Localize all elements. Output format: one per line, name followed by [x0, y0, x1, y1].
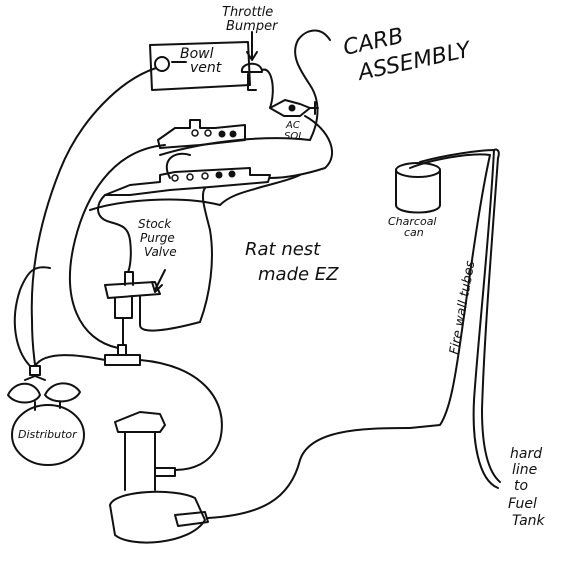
hose-ac-sol [269, 115, 334, 179]
distributor-body [11, 404, 85, 466]
charcoal-can-label: Charcoal [388, 215, 437, 228]
distributor-fitting [29, 365, 41, 376]
ac-solenoid-terminal [309, 101, 319, 115]
carb-port [218, 130, 226, 138]
carb-assembly-title: CARB ASSEMBLY [341, 24, 474, 87]
charcoal-can-label: can [404, 226, 424, 239]
hose-tee-to-distributor [34, 354, 106, 367]
purge-valve-body [104, 281, 161, 299]
hard-line-word: line [512, 462, 537, 478]
rat-nest-line: made EZ [258, 264, 339, 285]
carb-port [228, 170, 236, 178]
firewall-tube [409, 153, 491, 429]
carb-port [204, 129, 212, 137]
bowl-vent: Bowl vent [149, 41, 251, 91]
vacuum-hoses [13, 67, 411, 519]
hard-line-word: hard [510, 446, 542, 462]
carb-assembly [89, 29, 331, 211]
bowl-vent-port [154, 56, 170, 72]
firewall-tube [481, 148, 501, 483]
hose-distributor-back [13, 266, 51, 367]
filter-side-port [154, 467, 176, 477]
purge-valve-side-port [139, 295, 201, 332]
tee-nipple [117, 344, 127, 356]
carb-port [186, 173, 194, 181]
hard-line-label: hard line to Fuel Tank [508, 446, 546, 529]
ac-sol-label: SOL [284, 131, 304, 142]
filter-body [124, 431, 156, 491]
hard-line-word: Fuel [508, 496, 537, 512]
charcoal-can-body [395, 169, 441, 214]
distributor-tee [24, 375, 46, 381]
purge-valve-label: Valve [144, 245, 177, 259]
bowl-vent-box [149, 41, 251, 91]
bowl-vent-label: Bowl [180, 46, 214, 62]
hose-carb-to-tee [68, 144, 166, 349]
carb-port [171, 174, 179, 182]
hard-line-word: to [514, 478, 528, 494]
ac-sol-label: AC [285, 120, 300, 131]
firewall-tubes: Fire wall tubes [409, 148, 501, 489]
distributor-label: Distributor [18, 428, 78, 441]
throttle-bumper-label: Throttle [222, 5, 273, 20]
filter-base [109, 490, 206, 544]
distributor-vacuum-can [7, 382, 41, 404]
throttle-bumper-body [240, 62, 263, 73]
distributor-vacuum-can [44, 382, 81, 403]
tee-fitting [104, 344, 141, 366]
distributor: Distributor [7, 365, 85, 466]
carb-upper-plate [157, 119, 246, 149]
firewall-tube [419, 149, 499, 489]
throttle-bumper-label: Bumper [226, 19, 279, 34]
hose-bowl-vent [30, 67, 157, 366]
hose-filter-to-firewall [207, 427, 411, 519]
ac-solenoid-dot [288, 104, 296, 112]
throttle-bumper-stem [247, 73, 257, 91]
filter-outlet [174, 511, 209, 527]
purge-valve: Stock Purge Valve [104, 217, 201, 332]
hard-line-word: Tank [512, 513, 546, 529]
carb-port [229, 130, 237, 138]
tee-body [104, 354, 141, 366]
hose-carb-ports [165, 152, 191, 179]
charcoal-can: Charcoal can [388, 162, 441, 239]
firewall-tubes-label: Fire wall tubes [447, 259, 478, 355]
rat-nest-line: Rat nest [245, 239, 321, 260]
fuel-filter-assembly [109, 411, 209, 544]
purge-valve-label: Stock [138, 217, 172, 231]
purge-valve-stem [114, 295, 133, 319]
hose-tee-to-filter [139, 359, 223, 471]
hose-carb-to-purge [97, 194, 132, 273]
purge-valve-arrowhead [151, 281, 163, 293]
carb-lower-plate [104, 167, 271, 196]
throttle-bumper: Throttle Bumper [222, 5, 279, 109]
rat-nest-note: Rat nest made EZ [245, 239, 339, 285]
carb-base-line [89, 174, 301, 211]
carb-port [191, 129, 199, 137]
distributor-link [34, 401, 61, 411]
hose-purge-to-carb [199, 187, 213, 323]
throttle-bumper-arrowhead [246, 51, 258, 61]
carb-port [215, 171, 223, 179]
filter-cap [114, 411, 166, 433]
bowl-vent-label: vent [190, 60, 222, 76]
carb-port [201, 172, 209, 180]
purge-valve-label: Purge [140, 231, 175, 245]
throttle-bumper-line [261, 68, 274, 109]
ac-solenoid: AC SOL [269, 99, 319, 142]
